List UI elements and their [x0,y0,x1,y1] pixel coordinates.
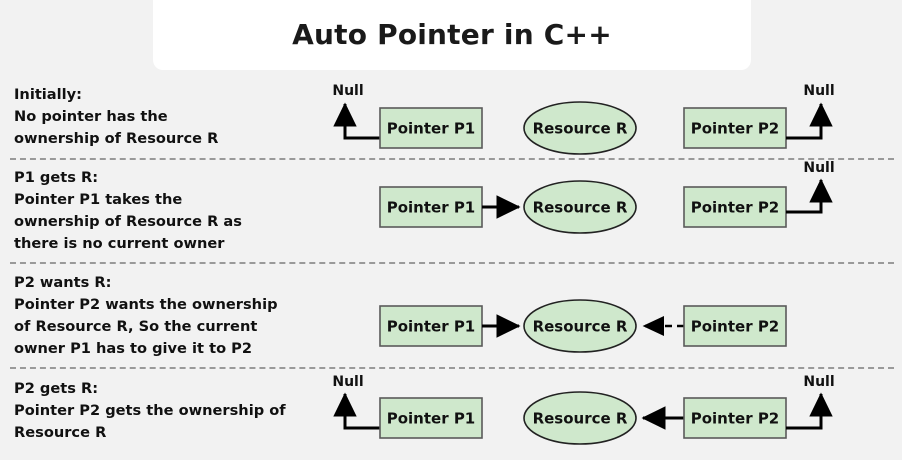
p2-null-link-row2 [786,178,833,214]
p1-null-link-row4 [333,392,380,430]
pointer-p2-label-row4: Pointer P2 [691,410,780,428]
resource-r-ellipse-row2[interactable] [523,180,637,234]
row-4-graphics: Null Pointer P1 Resource R Pointer P2 Nu… [332,374,835,445]
pointer-p2-box-row1[interactable] [683,107,787,149]
pointer-p1-label-row1: Pointer P1 [387,120,476,138]
pointer-p1-box-row4[interactable] [379,397,483,439]
row-3-graphics: Pointer P1 Resource R Pointer P2 [379,299,787,353]
p2-null-label-row1: Null [803,83,834,99]
row-text-initially: Initially: No pointer has the ownership … [14,86,219,147]
pointer-p1-box-row2[interactable] [379,186,483,228]
p2-null-link-row1 [786,102,833,140]
resource-r-label-row1: Resource R [533,120,628,138]
p2-null-label-row2: Null [803,160,834,176]
p1-null-link-row1 [333,102,380,140]
pointer-p1-label-row3: Pointer P1 [387,318,476,336]
pointer-p2-label-row3: Pointer P2 [691,318,780,336]
resource-r-ellipse-row4[interactable] [523,391,637,445]
resource-r-label-row4: Resource R [533,410,628,428]
row-1-graphics: Null Pointer P1 Resource R Pointer P2 Nu… [332,83,835,155]
row-divider-1 [10,158,894,160]
pointer-p1-label-row2: Pointer P1 [387,199,476,217]
p2-null-link-row4 [786,392,833,430]
resource-r-label-row3: Resource R [533,318,628,336]
pointer-p2-label-row1: Pointer P2 [691,120,780,138]
resource-r-label-row2: Resource R [533,199,628,217]
row-text-p2-gets-r: P2 gets R: Pointer P2 gets the ownership… [14,380,286,441]
row-text-p1-gets-r: P1 gets R: Pointer P1 takes the ownershi… [14,169,242,252]
row-divider-2 [10,262,894,264]
pointer-p1-box-row1[interactable] [379,107,483,149]
p2-null-label-row4: Null [803,374,834,390]
pointer-p2-box-row4[interactable] [683,397,787,439]
pointer-p2-box-row2[interactable] [683,186,787,228]
pointer-p1-label-row4: Pointer P1 [387,410,476,428]
pointer-p2-label-row2: Pointer P2 [691,199,780,217]
pointer-p2-box-row3[interactable] [683,305,787,347]
pointer-p1-box-row3[interactable] [379,305,483,347]
row-2-graphics: Pointer P1 Resource R Pointer P2 Null [379,160,835,234]
title-banner: Auto Pointer in C++ [153,0,751,70]
row-divider-3 [10,367,894,369]
row-text-p2-wants-r: P2 wants R: Pointer P2 wants the ownersh… [14,274,278,357]
resource-r-ellipse-row3[interactable] [523,299,637,353]
page-title: Auto Pointer in C++ [292,17,612,51]
resource-r-ellipse-row1[interactable] [523,101,637,155]
